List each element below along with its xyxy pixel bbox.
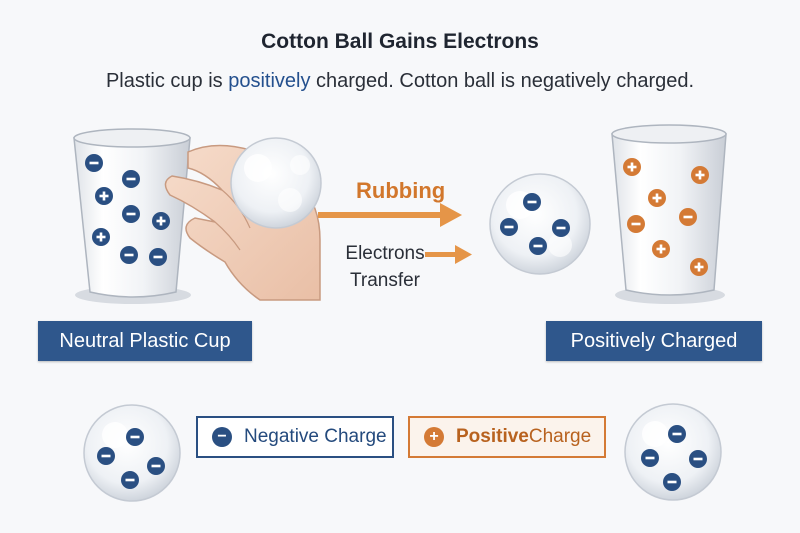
neutral-plastic-cup xyxy=(73,128,191,304)
rubbing-arrow xyxy=(318,203,462,227)
bottom-left-cotton-ball xyxy=(83,404,181,502)
legend-negative-charge: − Negative Charge xyxy=(196,416,394,458)
neutral-cup-banner: Neutral Plastic Cup xyxy=(38,321,252,361)
minus-circle-icon: − xyxy=(212,427,232,447)
transfer-arrow xyxy=(425,245,472,264)
charged-cotton-ball xyxy=(489,173,591,275)
legend-positive-charge: + Positive Charge xyxy=(408,416,606,458)
transfer-line-1: Electrons xyxy=(345,243,425,264)
legend-positive-rest: Charge xyxy=(528,426,592,447)
diagram-title: Cotton Ball Gains Electrons xyxy=(261,30,539,53)
subtitle-part1: Plastic cup is xyxy=(105,70,229,92)
subtitle-part2: charged. Cotton ball is negatively charg… xyxy=(310,70,695,92)
electrons-transfer-label: Electrons Transfer xyxy=(330,240,440,294)
positively-charged-banner: Positively Charged xyxy=(546,321,762,361)
legend-negative-label: Negative Charge xyxy=(244,426,387,447)
rubbing-label: Rubbing xyxy=(356,178,446,203)
subtitle-highlight: positively xyxy=(228,70,311,92)
positively-charged-cup xyxy=(611,124,727,304)
plus-circle-icon: + xyxy=(424,427,444,447)
bottom-right-cotton-ball xyxy=(624,403,722,501)
legend-positive-bold: Positive xyxy=(456,426,529,447)
diagram-subtitle: Plastic cup is positively charged. Cotto… xyxy=(0,70,800,93)
cotton-ball-in-hand xyxy=(230,137,322,229)
transfer-line-2: Transfer xyxy=(349,270,421,291)
